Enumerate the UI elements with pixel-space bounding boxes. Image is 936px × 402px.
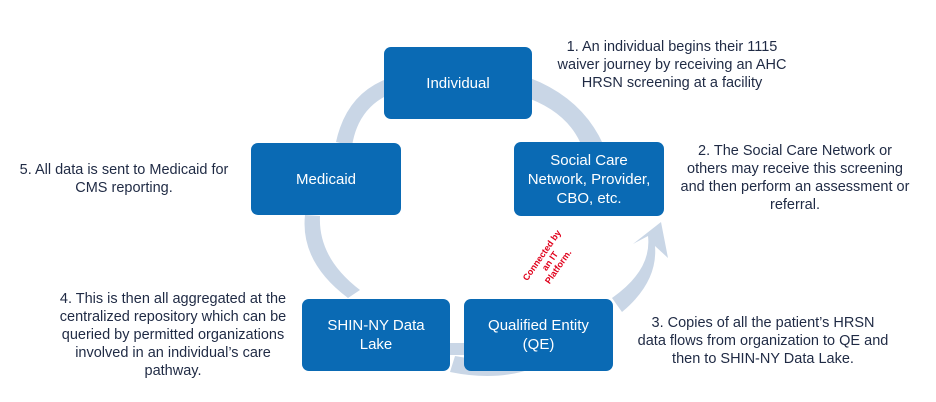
arrow-individual-to-social-care [522, 78, 603, 144]
node-individual: Individual [384, 47, 532, 119]
arrow-data-lake-to-medicaid [304, 215, 360, 298]
arrow-qe-to-data-lake-link [448, 343, 466, 355]
node-medicaid: Medicaid [251, 143, 401, 215]
node-social-care: Social Care Network, Provider, CBO, etc. [514, 142, 664, 216]
note-step-3: 3. Copies of all the patient’s HRSN data… [637, 315, 889, 367]
arrow-social-care-to-qe [612, 222, 668, 312]
note-step-1: 1. An individual begins their 1115 waive… [557, 39, 787, 91]
arrow-medicaid-to-individual [336, 80, 390, 146]
note-step-5: 5. All data is sent to Medicaid for CMS … [19, 162, 229, 196]
note-step-2: 2. The Social Care Network or others may… [680, 143, 910, 213]
note-step-4: 4. This is then all aggregated at the ce… [59, 291, 287, 379]
node-data-lake: SHIN-NY Data Lake [302, 299, 450, 371]
node-qualified-entity: Qualified Entity (QE) [464, 299, 613, 371]
